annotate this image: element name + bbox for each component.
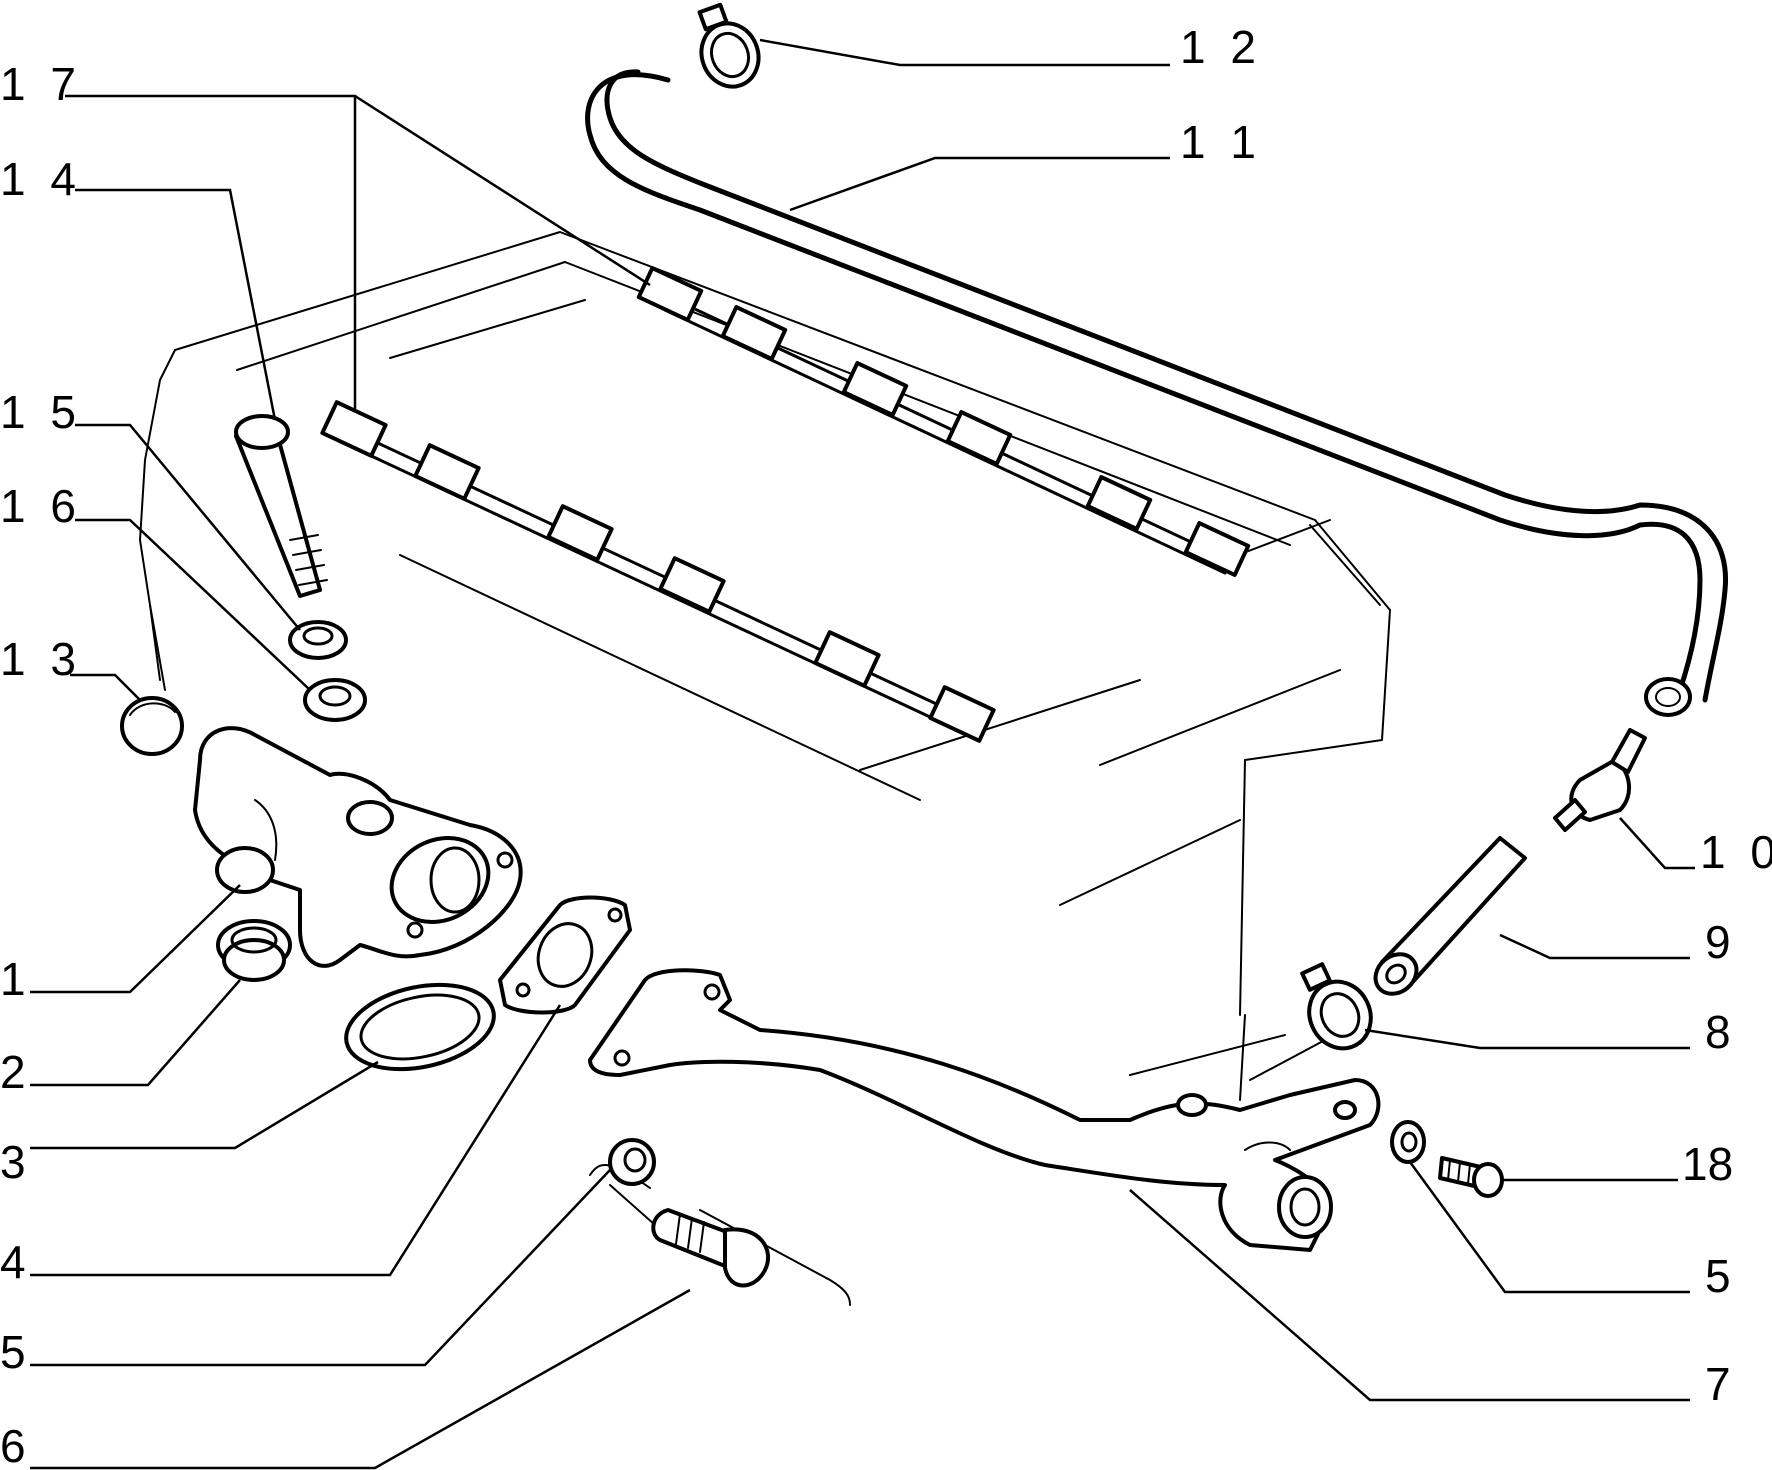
fuel-rail-front xyxy=(320,400,996,743)
callout-5-right: 5 xyxy=(1705,1250,1737,1302)
callout-7: 7 xyxy=(1705,1358,1737,1410)
callout-6: 6 xyxy=(0,1420,32,1470)
leader-lines xyxy=(30,38,1695,1470)
callout-11: 1 1 xyxy=(1180,116,1262,168)
long-bolt xyxy=(234,414,328,598)
washer-5-left xyxy=(608,1138,656,1186)
callout-labels: 1 7 1 4 1 5 1 6 1 3 1 2 3 4 5 6 1 2 1 1 … xyxy=(0,21,1772,1470)
callout-14: 1 4 xyxy=(0,153,82,205)
cap-13 xyxy=(120,696,184,756)
o-ring-3 xyxy=(344,982,496,1072)
plug-2 xyxy=(216,919,292,982)
callout-16: 1 6 xyxy=(0,480,82,532)
callout-1: 1 xyxy=(0,953,32,1005)
callout-2: 2 xyxy=(0,1046,32,1098)
callout-18: 18 xyxy=(1682,1138,1733,1190)
callout-10: 1 0 xyxy=(1700,826,1772,878)
callout-13: 1 3 xyxy=(0,633,82,685)
callout-12: 1 2 xyxy=(1180,21,1262,73)
callout-9: 9 xyxy=(1705,916,1737,968)
hose-clamp-top xyxy=(697,2,761,89)
coolant-pipe xyxy=(588,968,1381,1252)
callout-4: 4 xyxy=(0,1236,32,1288)
callout-3: 3 xyxy=(0,1136,32,1188)
fuel-rail-rear xyxy=(636,266,1251,577)
vacuum-hose xyxy=(585,69,1729,717)
bolt-18 xyxy=(1438,1156,1504,1198)
thermostat-housing xyxy=(193,726,523,968)
washer-16 xyxy=(303,678,367,722)
washer-15 xyxy=(288,620,348,660)
callout-8: 8 xyxy=(1705,1006,1737,1058)
callout-5-left: 5 xyxy=(0,1326,32,1378)
callout-17: 1 7 xyxy=(0,58,82,110)
hose-clamp-8 xyxy=(1300,962,1373,1051)
check-valve-10 xyxy=(1553,728,1647,832)
gasket-4 xyxy=(498,895,632,1015)
callout-15: 1 5 xyxy=(0,386,82,438)
hose-9 xyxy=(1373,836,1527,996)
washer-5-right xyxy=(1390,1120,1426,1164)
bolt-6 xyxy=(651,1208,771,1288)
